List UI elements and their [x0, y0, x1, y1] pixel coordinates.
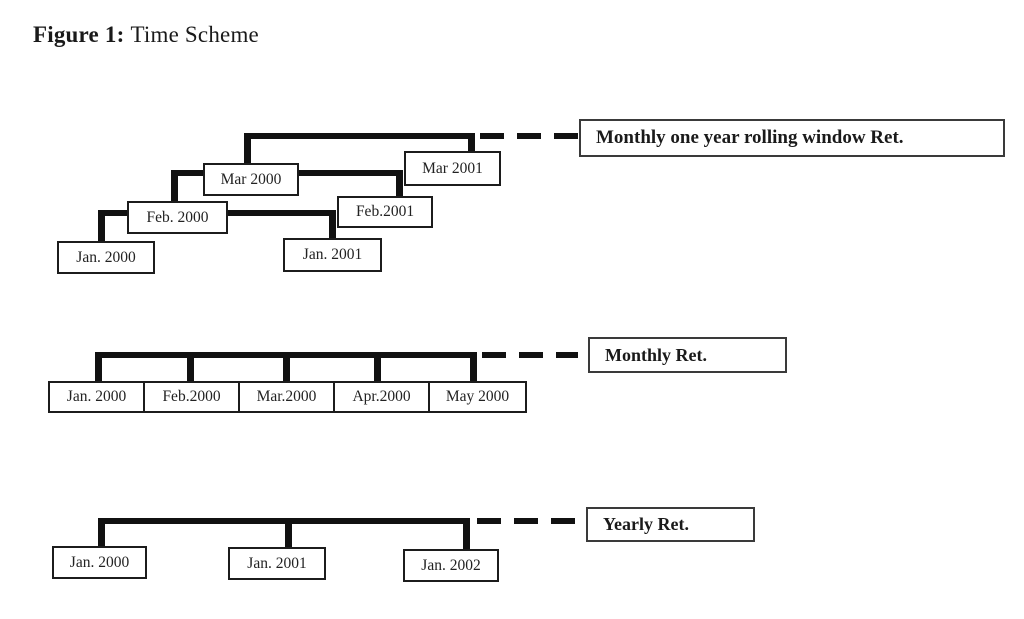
month-box-label: Feb.2000: [162, 388, 221, 405]
monthly-tick-mar: [283, 352, 290, 381]
rolling-window-label: Monthly one year rolling window Ret.: [596, 127, 904, 148]
month-box-may-2000-row: May 2000: [428, 381, 527, 413]
month-box-label: Jan. 2002: [421, 556, 481, 574]
month-box-mar-2000-row: Mar.2000: [238, 381, 335, 413]
month-box-label: Jan. 2000: [76, 248, 136, 266]
yearly-tick-2000: [98, 518, 105, 546]
dashed-connector-monthly: [482, 352, 578, 358]
month-box-jan-2001: Jan. 2001: [283, 238, 382, 272]
month-box-mar-2000: Mar 2000: [203, 163, 299, 196]
rolling-window-label-box: Monthly one year rolling window Ret.: [579, 119, 1005, 157]
monthly-label: Monthly Ret.: [605, 344, 707, 365]
month-box-feb-2000: Feb. 2000: [127, 201, 228, 234]
month-box-feb-2001: Feb.2001: [337, 196, 433, 228]
dashed-connector-yearly: [477, 518, 583, 524]
month-box-label: Feb.2001: [355, 203, 415, 220]
month-box-label: Jan. 2001: [302, 246, 363, 263]
month-box-feb-2000-row: Feb.2000: [143, 381, 240, 413]
figure-title-prefix: Figure 1:: [33, 22, 125, 47]
year-box-jan-2000: Jan. 2000: [52, 546, 147, 579]
yearly-label: Yearly Ret.: [603, 514, 689, 534]
month-box-label: Jan. 2000: [69, 553, 130, 571]
figure-title: Figure 1:Time Scheme: [33, 22, 259, 48]
month-box-label: Mar 2000: [220, 170, 282, 188]
year-box-jan-2001: Jan. 2001: [228, 547, 326, 580]
yearly-rail: [98, 518, 470, 524]
month-box-label: Mar.2000: [256, 388, 317, 405]
yearly-label-box: Yearly Ret.: [586, 507, 755, 542]
month-box-mar-2001: Mar 2001: [404, 151, 501, 186]
figure-title-text: Time Scheme: [130, 22, 259, 47]
bracket-leg-mar-start: [244, 133, 251, 163]
month-box-label: Feb. 2000: [146, 208, 209, 226]
monthly-tick-feb: [187, 352, 194, 381]
monthly-tick-may: [470, 352, 477, 381]
dashed-connector-rolling: [480, 133, 579, 139]
monthly-tick-jan: [95, 352, 102, 381]
bracket-leg-feb-end: [396, 170, 403, 197]
bracket-leg-feb-start: [171, 170, 178, 201]
year-box-jan-2002: Jan. 2002: [403, 549, 499, 582]
bracket-leg-mar-end: [468, 133, 475, 153]
month-box-label: Jan. 2000: [66, 388, 127, 405]
month-box-label: May 2000: [445, 388, 510, 405]
bracket-rail-mar: [244, 133, 475, 139]
yearly-tick-2002: [463, 518, 470, 549]
month-box-apr-2000-row: Apr.2000: [333, 381, 430, 413]
bracket-leg-jan-end: [329, 210, 336, 238]
monthly-label-box: Monthly Ret.: [588, 337, 787, 373]
bracket-leg-jan-start: [98, 210, 105, 241]
month-box-label: Mar 2001: [422, 159, 483, 177]
month-box-label: Jan. 2001: [247, 554, 307, 572]
monthly-tick-apr: [374, 352, 381, 381]
month-box-label: Apr.2000: [352, 388, 411, 405]
yearly-tick-2001: [285, 518, 292, 547]
month-box-jan-2000: Jan. 2000: [57, 241, 155, 274]
month-box-jan-2000-row: Jan. 2000: [48, 381, 145, 413]
